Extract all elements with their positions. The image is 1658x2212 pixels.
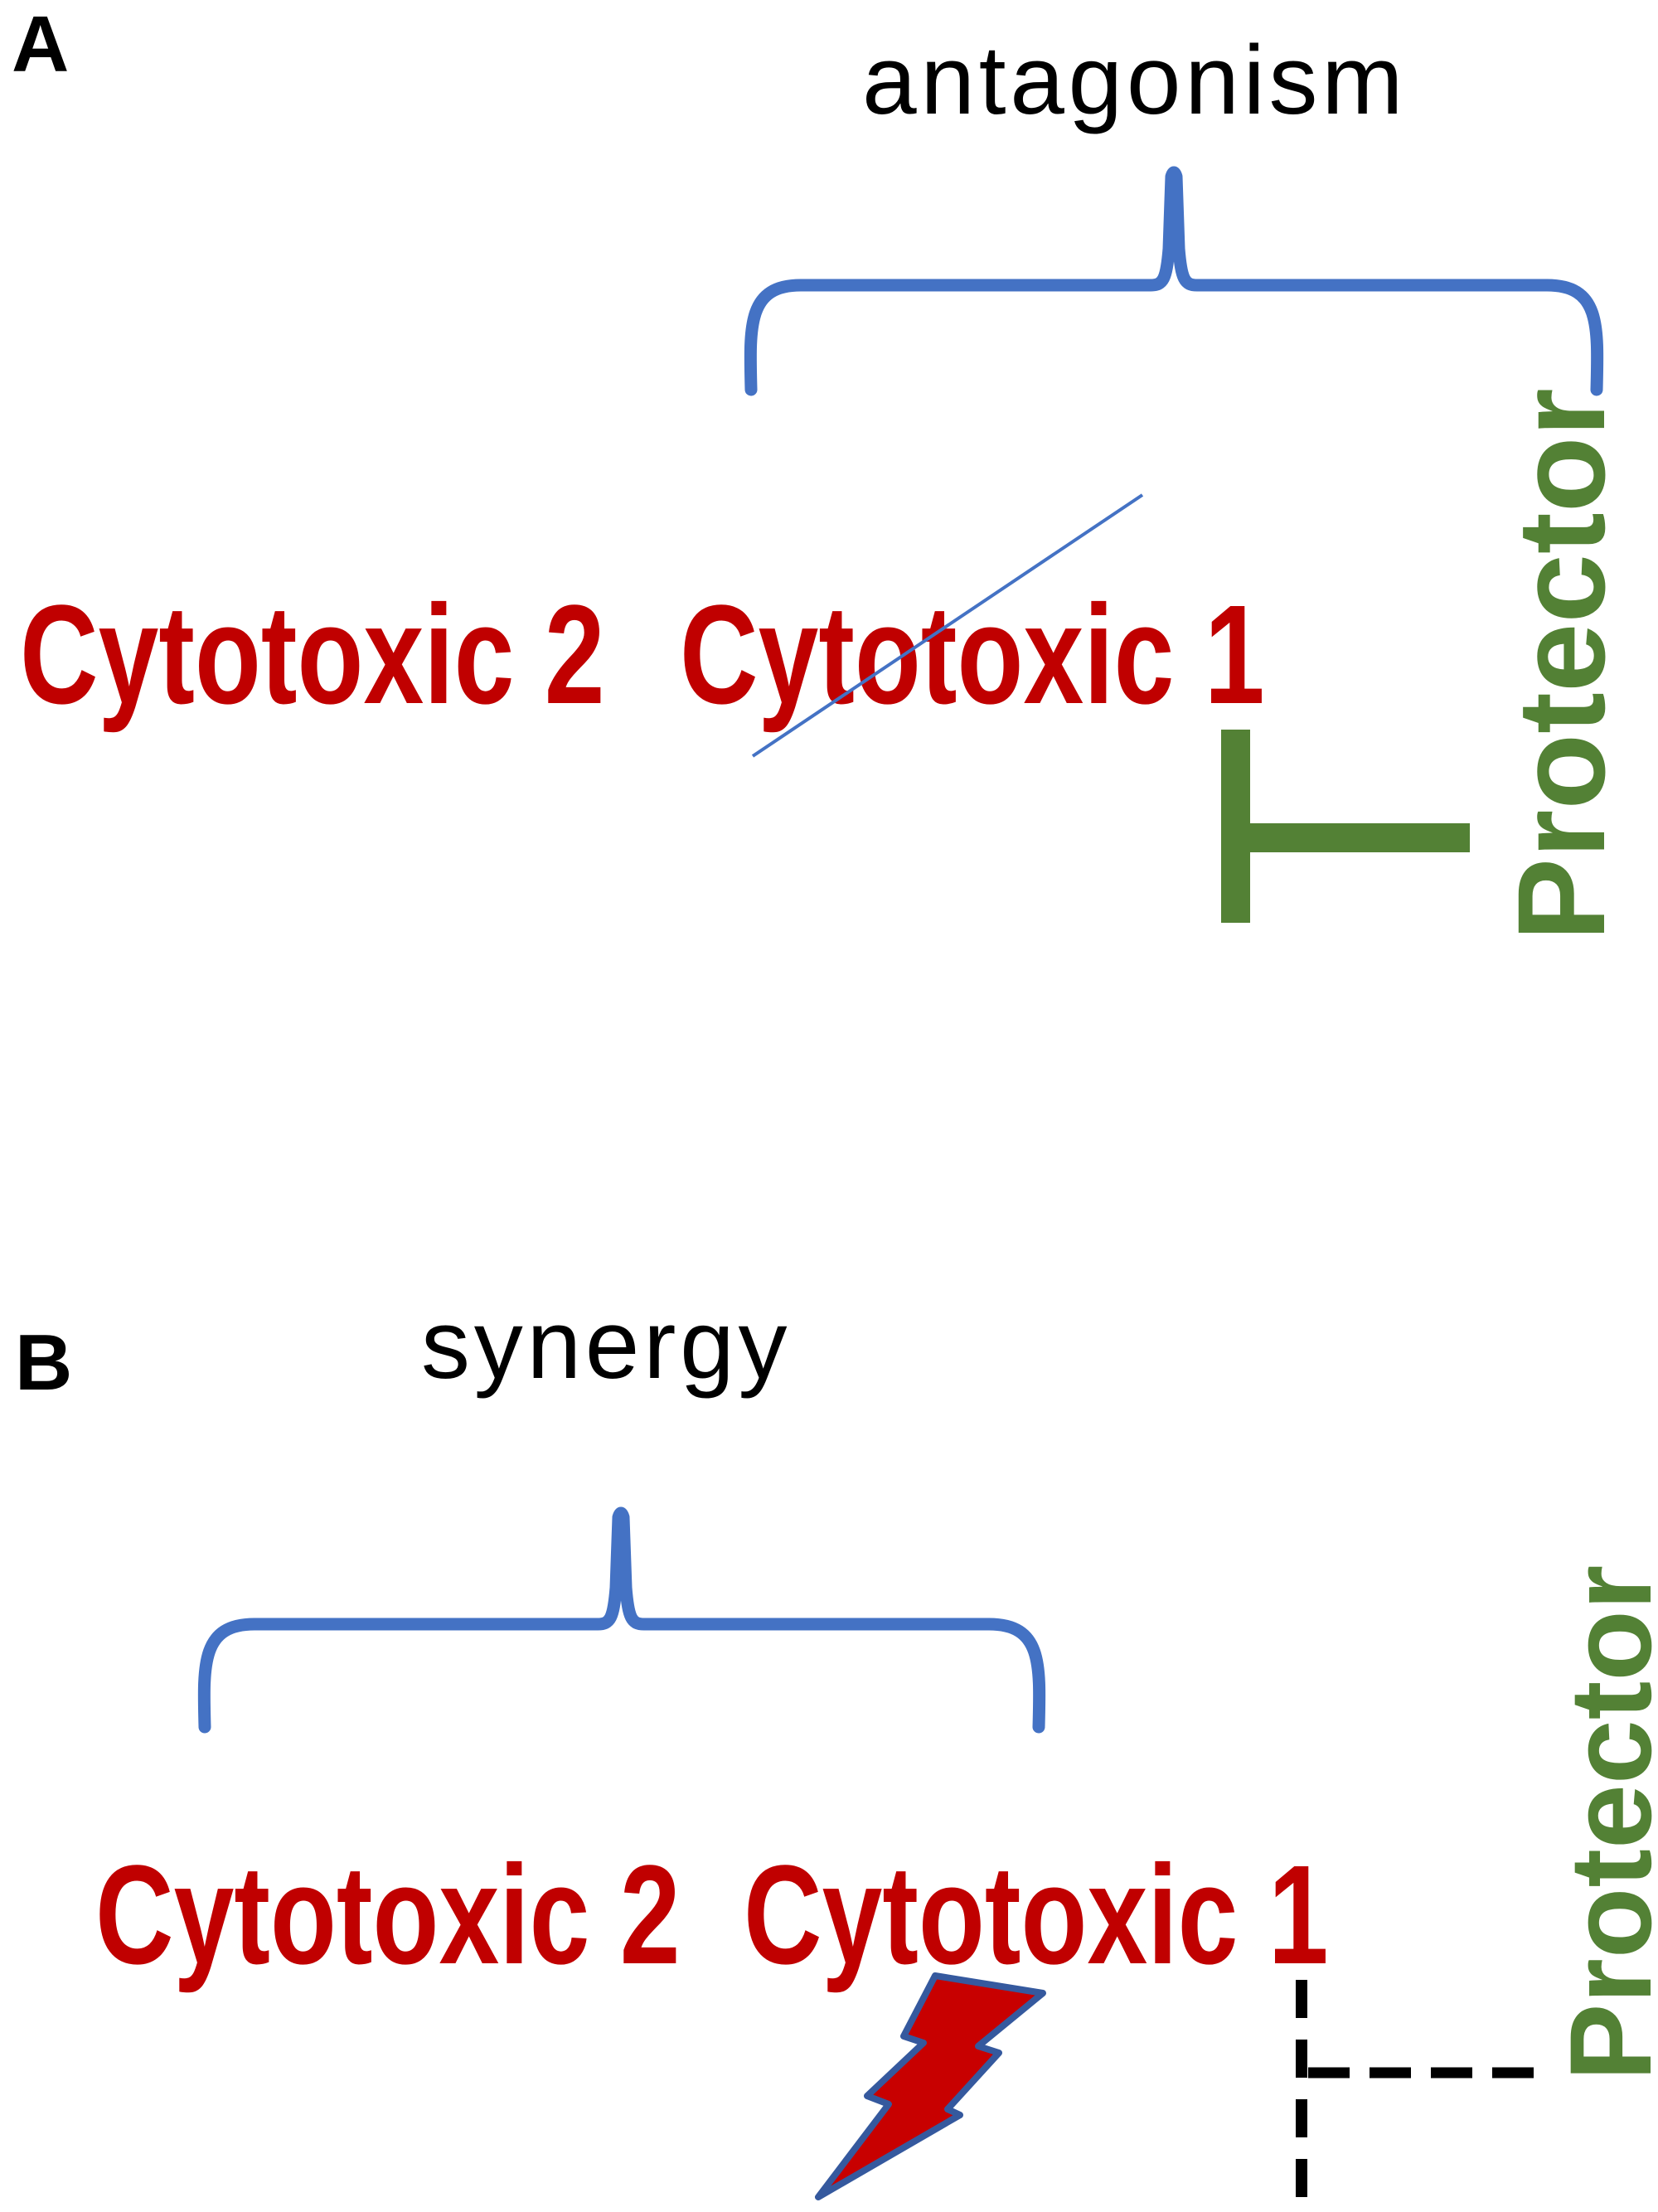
panel-b-title: synergy <box>421 1290 792 1399</box>
panel-b-cytotoxic2-label: Cytotoxic 2 <box>95 1845 855 1986</box>
tbar-arm <box>1250 823 1470 852</box>
panel-a-cytotoxic2-text: Cytotoxic 2 <box>20 576 605 734</box>
panel-b-lightning-bolt-icon <box>815 1972 1046 2200</box>
panel-b-label: B <box>15 1318 73 1407</box>
panel-a-label: A <box>12 0 70 89</box>
panel-a-cytotoxic2-label: Cytotoxic 2 <box>20 585 779 725</box>
panel-a-protector-label: Protector <box>1491 388 1631 941</box>
panel-b-cytotoxic1-label: Cytotoxic 1 <box>744 1845 1503 1986</box>
panel-b-cytotoxic2-text: Cytotoxic 2 <box>95 1836 681 1994</box>
panel-a-title: antagonism <box>862 26 1408 135</box>
panel-a-brace-icon <box>744 166 1604 396</box>
tbar-head <box>1221 730 1250 923</box>
panel-a-cytotoxic1-text: Cytotoxic 1 <box>680 576 1265 734</box>
panel-a-inhibition-tbar-icon <box>1221 730 1470 923</box>
panel-a-cytotoxic1-label: Cytotoxic 1 <box>680 585 1439 725</box>
panel-b-brace-icon <box>197 1506 1046 1734</box>
panel-b-dashed-inhibition-tbar-icon <box>1296 1980 1544 2197</box>
panel-b-cytotoxic1-text: Cytotoxic 1 <box>744 1836 1329 1994</box>
panel-b-protector-label: Protector <box>1545 1564 1658 2081</box>
